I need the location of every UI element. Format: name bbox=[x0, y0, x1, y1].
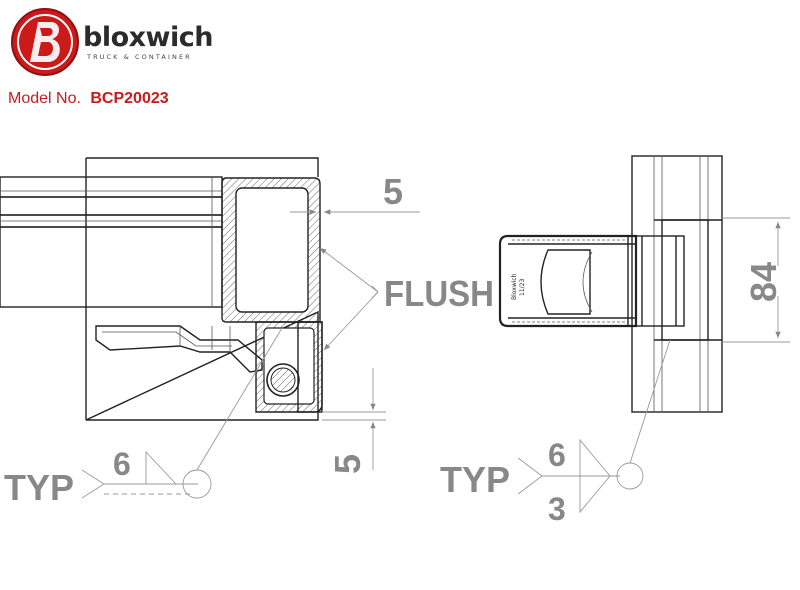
stamp-brand: Bloxwich bbox=[511, 273, 518, 300]
brand-logo: bloxwich TRUCK & CONTAINER bbox=[11, 8, 213, 76]
flush-callout: FLUSH bbox=[319, 247, 494, 351]
brand-name: bloxwich bbox=[83, 22, 213, 53]
dimension-height: 84 bbox=[722, 217, 790, 343]
right-elevation-view: 11/23 Bloxwich bbox=[498, 155, 723, 413]
weld-symbol-right: TYP 6 3 bbox=[440, 339, 671, 527]
brand-tagline: TRUCK & CONTAINER bbox=[86, 53, 192, 61]
model-number: Model No. BCP20023 bbox=[8, 90, 169, 107]
dim-top-gap-value: 5 bbox=[383, 171, 403, 212]
left-section-view bbox=[0, 157, 323, 421]
stamp-date: 11/23 bbox=[519, 279, 526, 296]
dim-height-value: 84 bbox=[743, 262, 784, 302]
dim-bottom-gap-value: 5 bbox=[327, 454, 368, 474]
weld-right-size: 6 bbox=[548, 437, 566, 473]
weld-left-typ: TYP bbox=[4, 467, 74, 508]
weld-left-size: 6 bbox=[113, 446, 131, 482]
weld-symbol-left: TYP 6 bbox=[4, 327, 283, 508]
dimension-bottom-gap: 5 bbox=[322, 368, 386, 474]
dimension-top-gap: 5 bbox=[290, 171, 420, 215]
weld-right-size-other: 3 bbox=[548, 491, 566, 527]
flush-label: FLUSH bbox=[384, 273, 494, 314]
weld-right-typ: TYP bbox=[440, 459, 510, 500]
